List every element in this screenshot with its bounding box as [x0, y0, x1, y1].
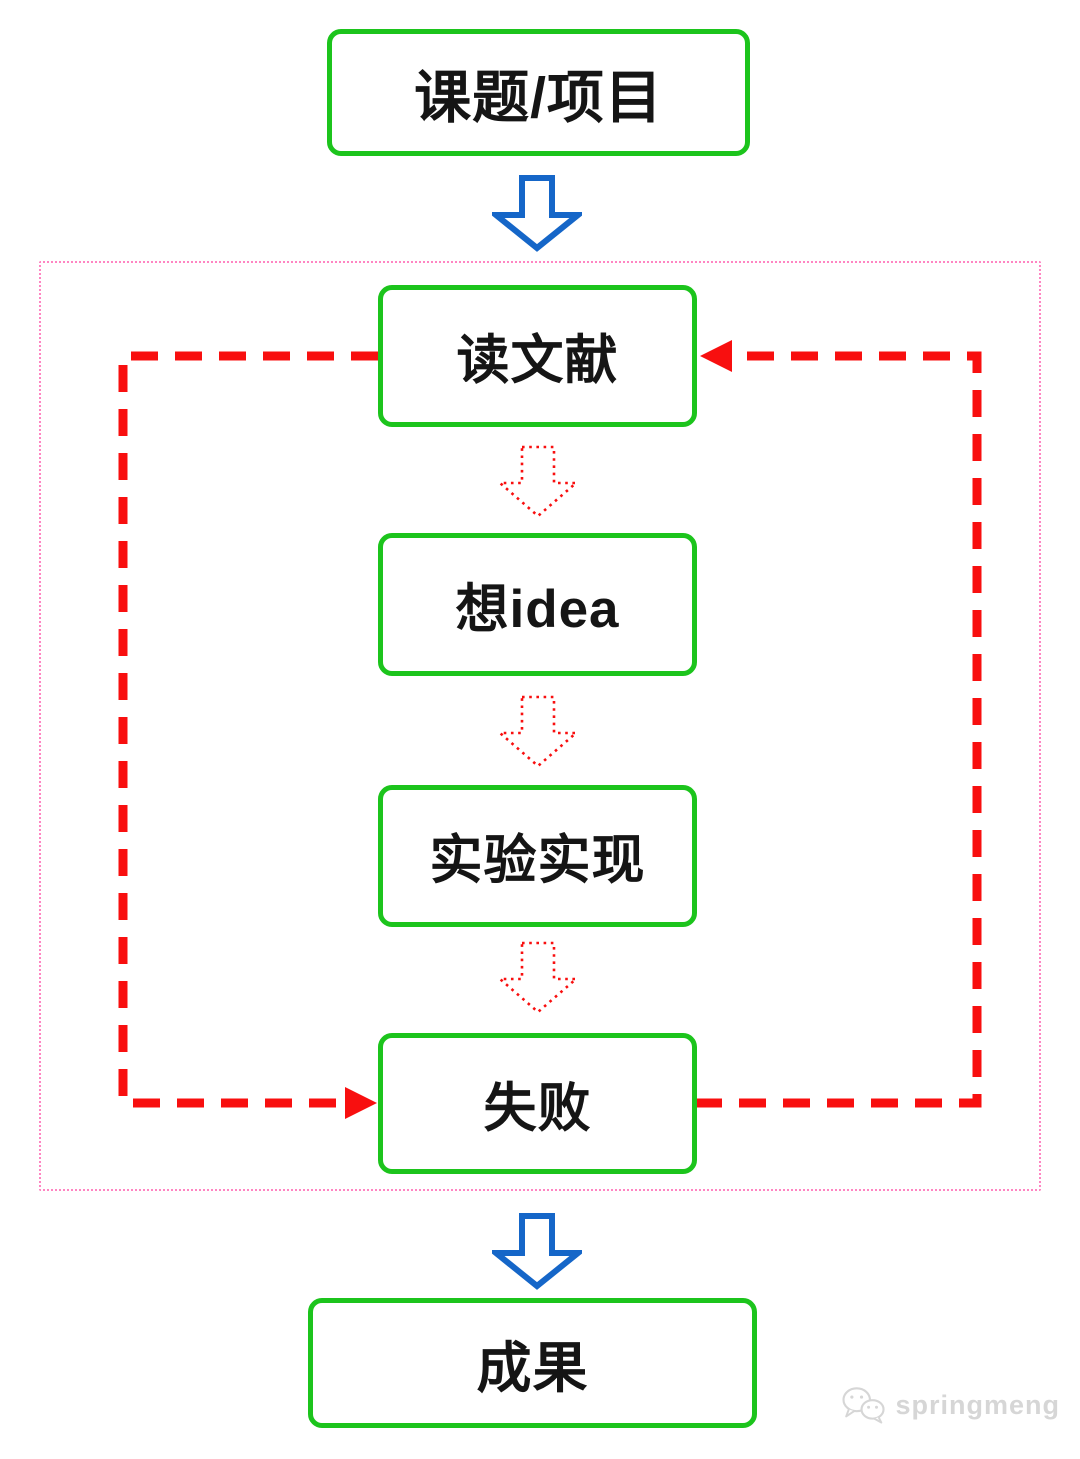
- node-experiment-label: 实验实现: [429, 831, 646, 890]
- red-dotted-down-arrow-icon: [496, 445, 580, 518]
- node-achievement-label: 成果: [476, 1337, 589, 1399]
- watermark: springmeng: [840, 1380, 1060, 1430]
- wechat-icon: [842, 1387, 885, 1424]
- blue-down-arrow-icon: [492, 175, 582, 252]
- node-think-idea-label: 想idea: [455, 579, 620, 639]
- node-read-literature: 读文献: [378, 285, 697, 427]
- node-experiment: 实验实现: [378, 785, 697, 927]
- watermark-label: springmeng: [895, 1389, 1060, 1420]
- node-achievement: 成果: [308, 1298, 757, 1428]
- node-failure: 失败: [378, 1033, 697, 1174]
- node-think-idea: 想idea: [378, 533, 697, 676]
- node-topic-label: 课题/项目: [414, 65, 663, 130]
- iteration-loop-container: [39, 261, 1041, 1191]
- red-dotted-down-arrow-icon: [496, 695, 580, 768]
- node-read-literature-label: 读文献: [456, 331, 619, 390]
- node-topic: 课题/项目: [327, 29, 750, 156]
- node-failure-label: 失败: [483, 1078, 592, 1138]
- blue-down-arrow-icon: [492, 1213, 582, 1290]
- red-dotted-down-arrow-icon: [496, 941, 580, 1014]
